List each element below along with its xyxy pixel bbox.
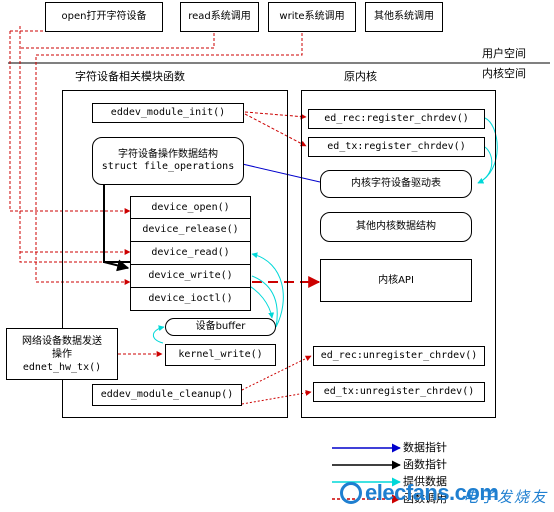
- call-init-tx: [244, 113, 307, 147]
- ed-rec-register-box: ed_rec:register_chrdev(): [308, 109, 485, 129]
- ed-rec-unregister-box: ed_rec:unregister_chrdev(): [313, 346, 485, 366]
- device-read-box: device_read(): [130, 241, 251, 265]
- kernel-space-label: 内核空间: [482, 67, 526, 80]
- legend-data-pointer: 数据指针: [403, 441, 447, 454]
- data-write-buffer: [152, 325, 165, 344]
- kernel-api-box: 内核API: [320, 259, 472, 302]
- module-cleanup-box: eddev_module_cleanup(): [92, 384, 242, 406]
- call-open: [9, 31, 131, 214]
- data-tx-table: [477, 146, 493, 184]
- other-syscall-box: 其他系统调用: [365, 2, 443, 32]
- network-line2: 操作: [52, 348, 72, 360]
- module-title: 字符设备相关模块函数: [75, 70, 185, 83]
- network-tx-box: 网络设备数据发送 操作 ednet_hw_tx(): [6, 328, 118, 380]
- write-box: write系统调用: [268, 2, 356, 32]
- ed-tx-register-box: ed_tx:register_chrdev(): [308, 137, 485, 157]
- ed-tx-unregister-box: ed_tx:unregister_chrdev(): [313, 382, 485, 402]
- call-init-rec: [244, 111, 307, 120]
- data-buffer-write: [251, 275, 278, 328]
- fops-line1: 字符设备操作数据结构: [118, 149, 218, 160]
- watermark-logo-icon: [340, 482, 362, 504]
- data-buffer-read: [251, 252, 284, 328]
- legend-func-call: 函数调用: [403, 492, 447, 505]
- open-box: open打开字符设备: [45, 2, 163, 32]
- kernel-frame: [301, 90, 496, 418]
- network-line3: ednet_hw_tx(): [22, 361, 102, 373]
- watermark-cn: 电子发烧友: [463, 488, 549, 506]
- device-ioctl-box: device_ioctl(): [130, 287, 251, 311]
- legend-provide-data: 提供数据: [403, 475, 447, 488]
- call-cleanup-rec: [241, 355, 312, 391]
- other-structs-box: 其他内核数据结构: [320, 212, 472, 242]
- device-write-box: device_write(): [130, 264, 251, 288]
- data-table-fops: [237, 161, 321, 183]
- device-release-box: device_release(): [130, 218, 251, 242]
- device-open-box: device_open(): [130, 196, 251, 219]
- fops-line2: struct file_operations: [101, 161, 235, 172]
- call-read: [19, 31, 130, 263]
- kernel-write-box: kernel_write(): [165, 344, 276, 366]
- call-read-link: [20, 33, 215, 49]
- driver-table-box: 内核字符设备驱动表: [320, 170, 472, 198]
- kernel-title: 原内核: [344, 70, 377, 83]
- module-init-box: eddev_module_init(): [92, 103, 244, 123]
- fops-box: 字符设备操作数据结构 struct file_operations: [92, 137, 244, 185]
- watermark-text: elecfans.com: [365, 480, 499, 505]
- network-line1: 网络设备数据发送: [22, 335, 102, 347]
- module-frame: [62, 90, 288, 418]
- device-buffer-box: 设备buffer: [165, 318, 276, 336]
- read-box: read系统调用: [180, 2, 259, 32]
- legend-func-pointer: 函数指针: [403, 458, 447, 471]
- call-write: [35, 33, 303, 285]
- user-space-label: 用户空间: [482, 47, 526, 60]
